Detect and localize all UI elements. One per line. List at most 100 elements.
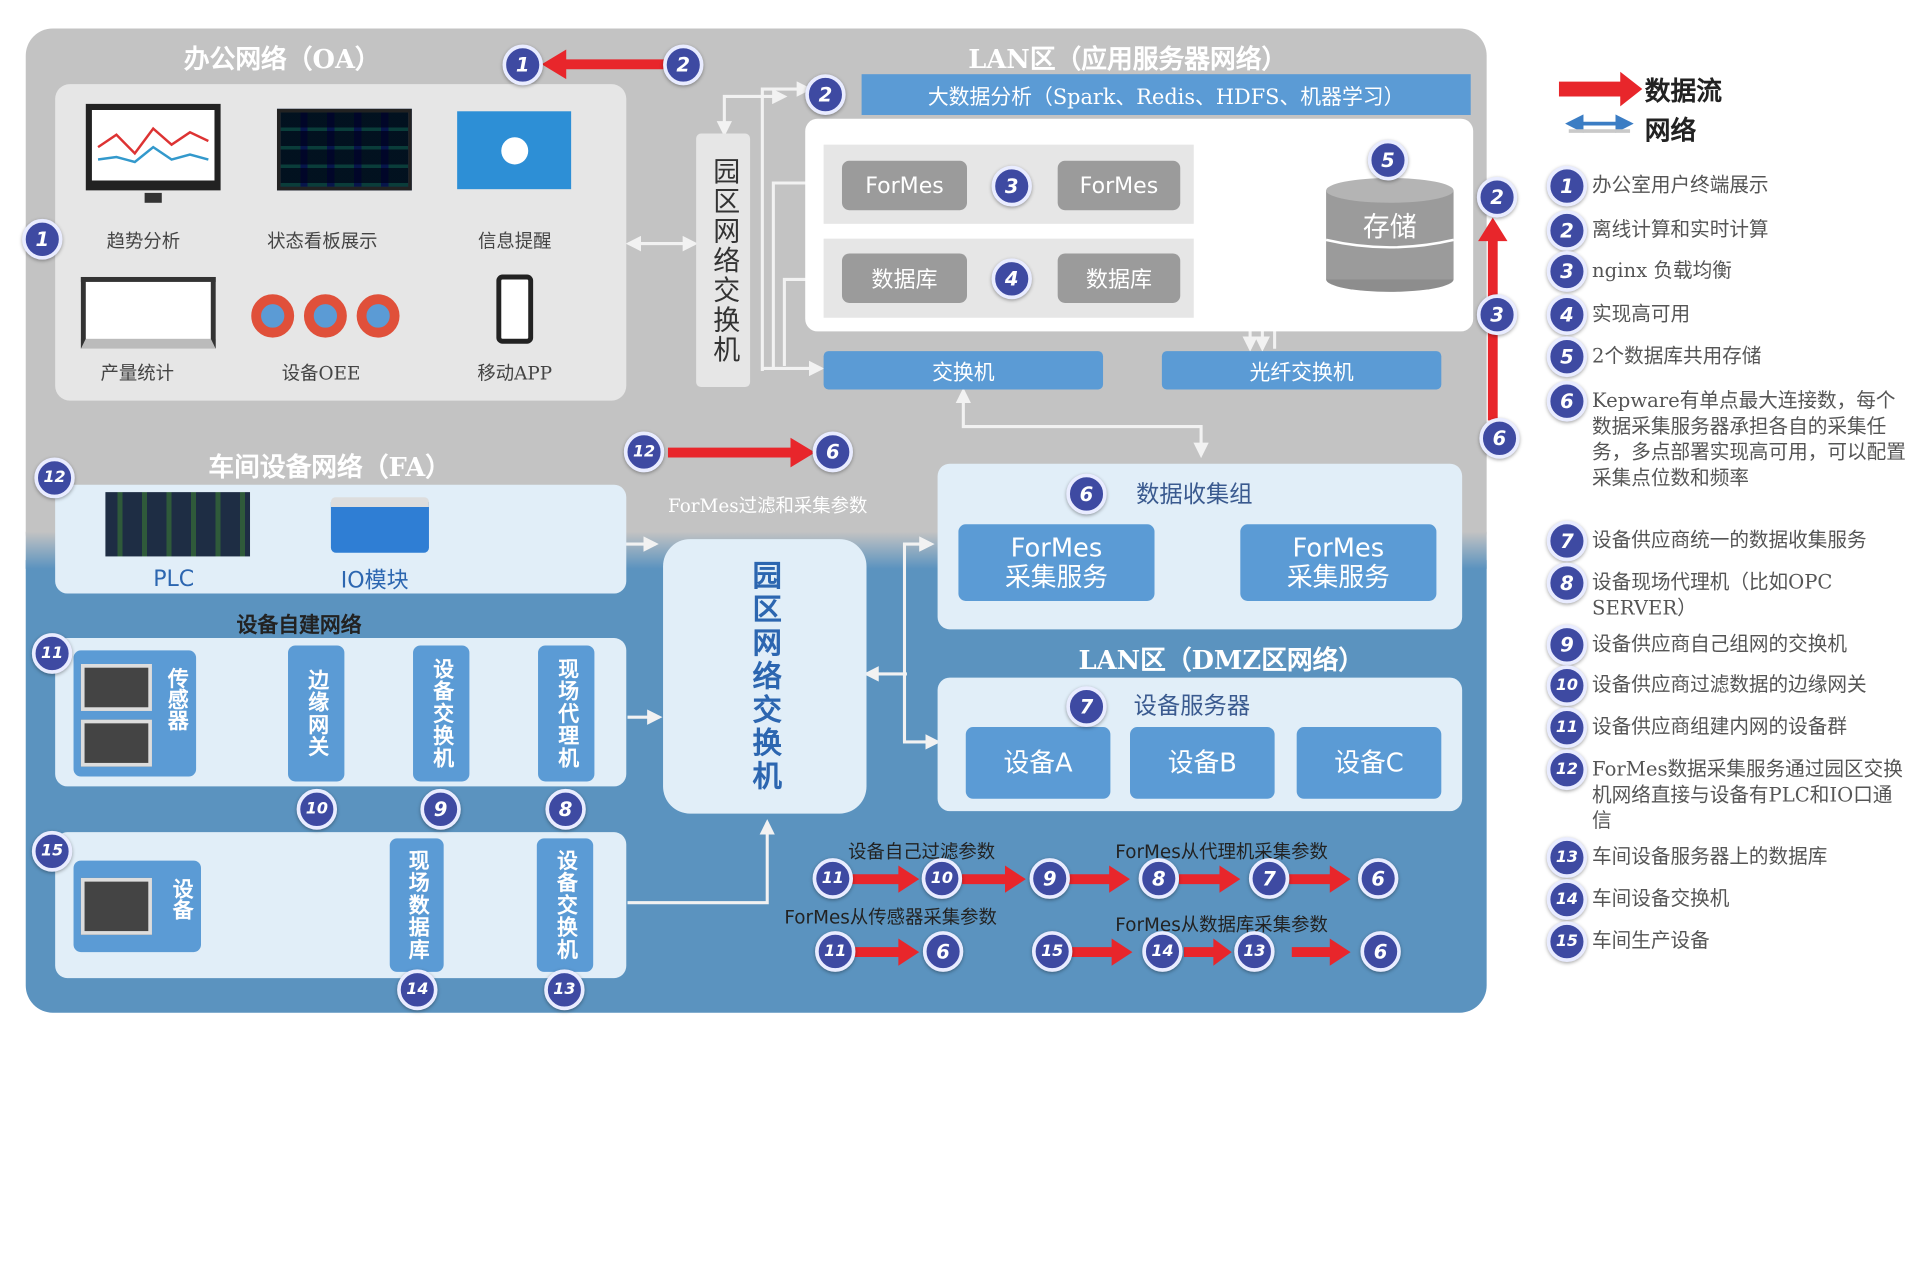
park-switch-top: 园区网络交换机 (696, 133, 751, 388)
plc-label: PLC (153, 566, 195, 593)
mobile-phone-image (496, 274, 534, 344)
fa-title: 车间设备网络（FA） (208, 451, 452, 483)
legend-badge-1: 1 (1546, 165, 1588, 207)
legend-badge-3: 3 (1546, 251, 1588, 292)
flow-label-1: 设备自己过滤参数 (848, 840, 996, 864)
legend-badge-13: 13 (1546, 837, 1588, 878)
device-switch-1: 设备交换机 (413, 645, 470, 782)
flow1-6: 6 (1357, 858, 1399, 899)
device-label: 设备 (167, 877, 193, 920)
legend-text-6: Kepware有单点最大连接数，每个数据采集服务器承担各自的采集任务，多点部署实… (1592, 388, 1906, 490)
machine-image-2 (80, 719, 152, 767)
badge-1-top: 1 (502, 44, 543, 86)
storage-cylinder: 存储 (1324, 176, 1456, 293)
formes-server-2: ForMes (1057, 160, 1181, 211)
legend-badge-2: 2 (1546, 210, 1588, 252)
legend-text-5: 2个数据库共用存储 (1592, 343, 1762, 368)
badge-12-flow: 12 (623, 431, 665, 473)
badge-13-net: 13 (544, 969, 585, 1011)
oa-item-trend: 趋势分析 (106, 229, 181, 253)
flow3-14: 14 (1142, 931, 1183, 972)
legend-text-14: 车间设备交换机 (1592, 886, 1730, 911)
legend-text-11: 设备供应商组建内网的设备群 (1592, 714, 1847, 739)
oa-item-dashboard: 状态看板展示 (267, 229, 378, 253)
oa-item-output: 产量统计 (100, 362, 175, 385)
badge-11-net: 11 (31, 633, 73, 674)
park-switch-top-label: 园区网络交换机 (708, 156, 740, 365)
oa-item-mobile: 移动APP (477, 362, 553, 385)
selfnet-title-1: 设备自建网络 (236, 613, 362, 639)
lan-app-title: LAN区（应用服务器网络） (968, 43, 1288, 75)
badge-5: 5 (1367, 139, 1409, 181)
device-a: 设备A (965, 727, 1111, 799)
db-server-1: 数据库 (841, 253, 967, 303)
dmz-title: LAN区（DMZ区网络） (1078, 644, 1365, 676)
badge-4: 4 (991, 258, 1032, 300)
flow3-6: 6 (1360, 931, 1401, 972)
fa-filter-label: ForMes过滤和采集参数 (667, 494, 868, 517)
machine-image-3 (80, 877, 152, 935)
badge-12-fa: 12 (34, 457, 75, 499)
legend-text-10: 设备供应商过滤数据的边缘网关 (1592, 672, 1867, 697)
oee-gauges (251, 282, 410, 350)
device-b: 设备B (1130, 727, 1275, 799)
legend-text-8: 设备现场代理机（比如OPC SERVER） (1592, 570, 1833, 620)
flow1-7: 7 (1248, 858, 1290, 899)
bigdata-bar: 大数据分析（Spark、Redis、HDFS、机器学习） (861, 74, 1471, 115)
badge-2-top: 2 (663, 44, 704, 86)
legend-text-7: 设备供应商统一的数据收集服务 (1592, 527, 1867, 552)
dashboard-screen-image (276, 108, 412, 191)
flow2-11: 11 (815, 931, 856, 972)
dmz-server-title: 设备服务器 (1133, 692, 1251, 720)
machine-image-1 (80, 664, 152, 711)
legend-badge-12: 12 (1546, 749, 1588, 791)
field-database: 现场数据库 (389, 838, 444, 972)
flow-label-3: ForMes从传感器采集参数 (784, 906, 997, 929)
badge-3-right: 3 (1476, 294, 1518, 336)
park-switch-bottom-label: 园区网络交换机 (747, 559, 782, 794)
device-switch-2: 设备交换机 (536, 838, 594, 972)
formes-server-1: ForMes (841, 160, 967, 211)
badge-10-net: 10 (296, 788, 338, 830)
badge-6-collect: 6 (1066, 473, 1107, 515)
io-label: IO模块 (340, 567, 409, 594)
legend-badge-7: 7 (1546, 520, 1588, 562)
oa-item-alert: 信息提醒 (477, 229, 552, 253)
sensor-label: 传感器 (163, 667, 188, 731)
badge-1-oa: 1 (22, 218, 63, 260)
flow1-11: 11 (812, 858, 854, 899)
edge-gateway: 边缘网关 (288, 645, 345, 782)
bigdata-label: 大数据分析（Spark、Redis、HDFS、机器学习） (927, 85, 1405, 111)
flow3-15: 15 (1031, 931, 1073, 972)
badge-9-net: 9 (420, 788, 461, 830)
badge-15-net: 15 (31, 830, 73, 872)
trend-monitor-image (85, 103, 221, 191)
storage-label: 存储 (1362, 212, 1417, 244)
io-module-image (330, 497, 429, 553)
legend-text-3: nginx 负载均衡 (1592, 258, 1732, 282)
switch-box: 交换机 (823, 351, 1104, 390)
legend-badge-11: 11 (1546, 707, 1588, 749)
laptop-image (80, 276, 216, 349)
flow1-10: 10 (921, 858, 963, 899)
plc-image (105, 492, 251, 557)
badge-14-net: 14 (397, 969, 438, 1011)
badge-8-net: 8 (545, 788, 586, 830)
flow3-13: 13 (1234, 931, 1275, 972)
legend-data-flow: 数据流 (1644, 75, 1722, 107)
legend-text-9: 设备供应商自己组网的交换机 (1592, 631, 1847, 656)
dingtalk-logo (457, 111, 572, 190)
